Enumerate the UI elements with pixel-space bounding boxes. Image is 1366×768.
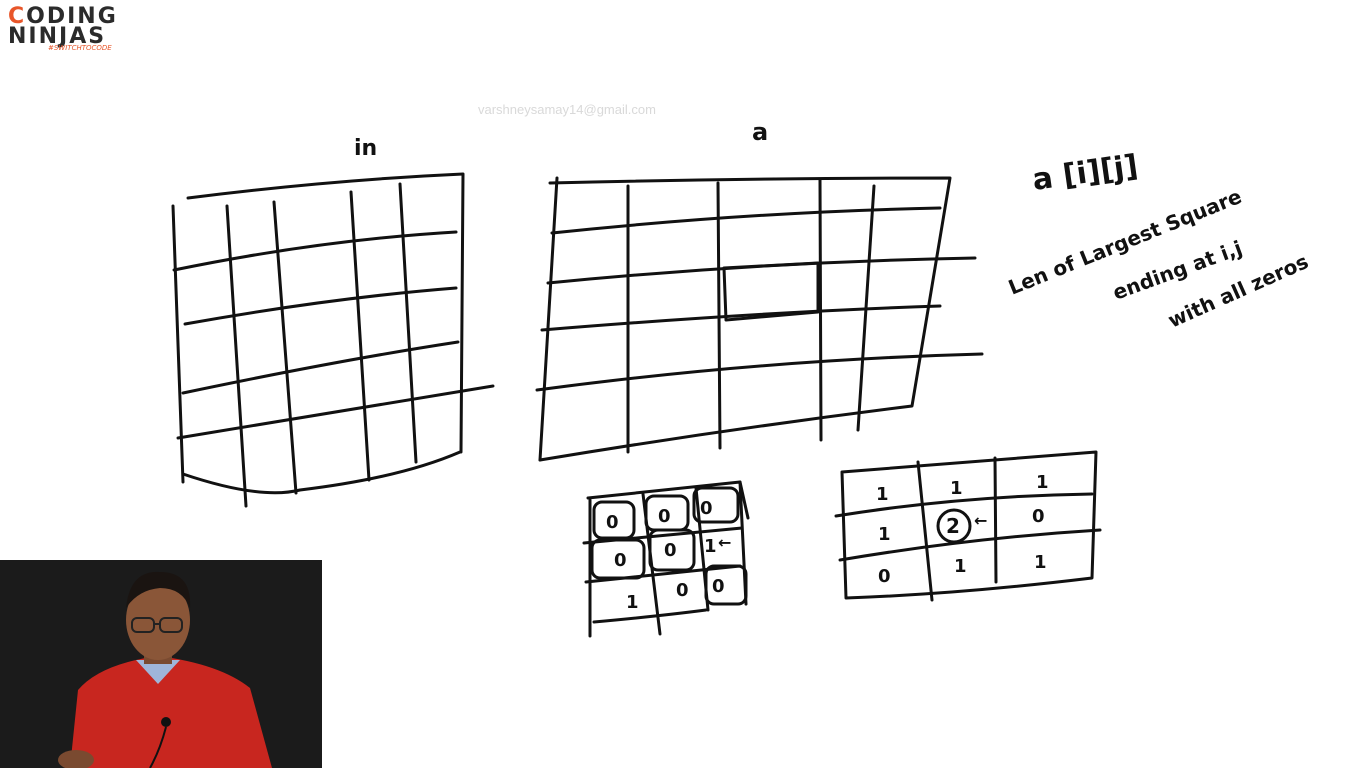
cell-l-2-1: 0	[676, 580, 689, 601]
cell-l-0-1: 0	[658, 506, 671, 527]
logo-letter-accent: C	[8, 4, 27, 29]
cell-r-2-1: 1	[954, 556, 967, 577]
cell-r-0-1: 1	[950, 478, 963, 499]
logo-tagline: #SWITCHTOCODE	[48, 44, 112, 52]
arrow-mark-left: ←	[718, 533, 731, 552]
small-grid-left: 0 0 0 0 0 1 1 0 0 ←	[582, 480, 750, 638]
grid-a: a	[535, 118, 984, 462]
cell-l-1-0: 0	[614, 550, 627, 571]
coding-ninjas-logo: CODING NINJAS #SWITCHTOCODE	[8, 4, 116, 54]
cell-l-1-1: 0	[664, 540, 677, 561]
cell-l-1-2: 1	[704, 536, 717, 557]
arrow-mark-right: ←	[974, 511, 987, 530]
cell-r-0-2: 1	[1036, 472, 1049, 493]
cell-r-1-2: 0	[1032, 506, 1045, 527]
logo-text-line2: NINJAS	[8, 24, 107, 49]
note-line-1: a [i][j]	[1030, 148, 1140, 197]
small-grid-right: 1 1 1 1 2 0 0 1 1 ←	[834, 450, 1102, 602]
handwritten-note: a [i][j] Len of Largest Square ending at…	[1005, 148, 1312, 332]
cell-r-1-1: 2	[946, 514, 960, 538]
cell-l-2-0: 1	[626, 592, 639, 613]
cell-r-1-0: 1	[878, 524, 891, 545]
logo-text-line1: ODING	[26, 4, 118, 29]
presenter-video	[0, 560, 322, 768]
cell-r-2-0: 0	[878, 566, 891, 587]
cell-l-2-2: 0	[712, 576, 725, 597]
cell-l-0-2: 0	[700, 498, 713, 519]
label-in: in	[354, 136, 377, 161]
grid-in: in	[171, 136, 495, 508]
email-watermark: varshneysamay14@gmail.com	[478, 102, 656, 117]
cell-r-0-0: 1	[876, 484, 889, 505]
presenter-icon	[0, 560, 322, 768]
cell-r-2-2: 1	[1034, 552, 1047, 573]
cell-l-0-0: 0	[606, 512, 619, 533]
label-a: a	[752, 118, 768, 146]
